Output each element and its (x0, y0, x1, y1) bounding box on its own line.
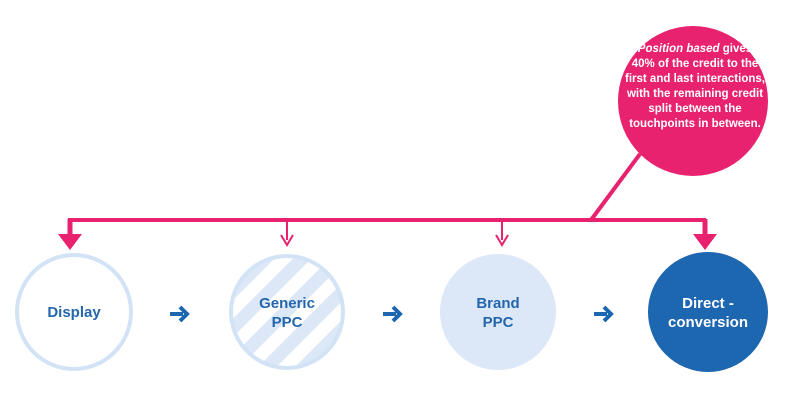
callout-text: Position based gives 40% of the credit t… (625, 42, 765, 132)
node-label-line: Brand (476, 295, 520, 312)
node-label-brand-ppc: Brand PPC (438, 294, 558, 332)
arrow-right-icon (170, 305, 190, 323)
callout-emphasis: Position based (637, 43, 720, 55)
node-display (15, 253, 133, 371)
arrow-down-icon (58, 219, 82, 250)
callout-body: gives 40% of the credit to the first and… (625, 43, 765, 130)
node-brand-ppc (440, 254, 556, 370)
node-label-line: Generic (259, 295, 315, 312)
node-label-line: conversion (667, 314, 749, 331)
arrow-down-icon (495, 219, 509, 247)
node-label-line: PPC (271, 314, 303, 331)
node-label-line: PPC (482, 314, 514, 331)
node-label-display: Display (14, 303, 134, 322)
arrow-down-icon (693, 219, 717, 250)
node-generic-ppc (229, 254, 345, 370)
node-label-generic-ppc: Generic PPC (227, 294, 347, 332)
callout-bubble (618, 26, 768, 176)
callout-connector (589, 152, 642, 222)
node-label-line: Display (47, 304, 101, 321)
arrow-right-icon (594, 305, 614, 323)
arrow-right-icon (383, 305, 403, 323)
node-direct-conversion (648, 252, 768, 372)
node-label-line: Direct - (682, 295, 734, 312)
node-label-direct-conversion: Direct - conversion (648, 294, 768, 332)
arrow-down-icon (280, 219, 294, 247)
